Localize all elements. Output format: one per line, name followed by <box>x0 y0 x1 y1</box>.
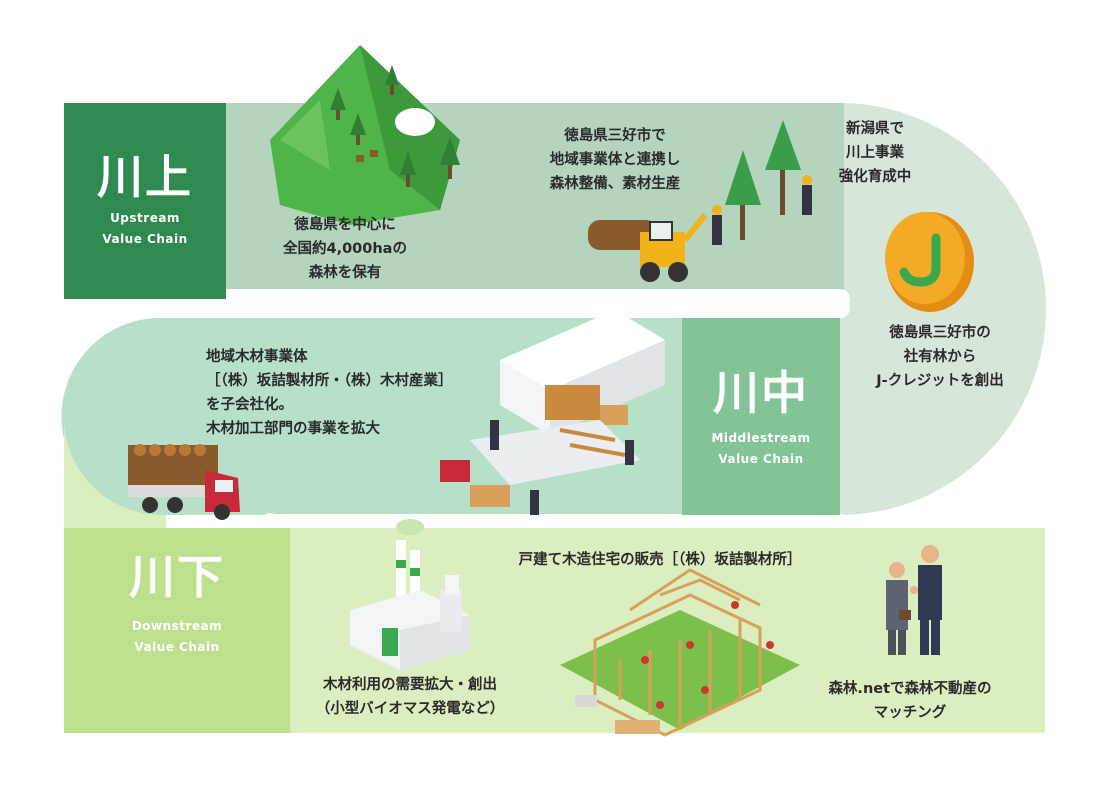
j-credit-note: 徳島県三好市の 社有林から J-クレジットを創出 <box>876 325 1004 389</box>
mountain-illustration <box>270 45 460 225</box>
sawmill-illustration <box>440 310 665 515</box>
handshake-illustration <box>886 545 942 655</box>
downstream-band <box>63 528 1046 733</box>
downstream-house-note: 戸建て木造住宅の販売［（株）坂詰製材所］ <box>518 552 802 568</box>
midstream-kanji: 川中 <box>713 366 809 420</box>
midstream-note: 地域木材事業体 ［（株）坂詰製材所・（株）木村産業］ を子会社化。 木材加工部門… <box>206 349 453 437</box>
midstream-label-block <box>682 318 840 515</box>
midstream-label: 川中 Middlestream Value Chain <box>682 368 840 470</box>
downstream-label: 川下 Downstream Value Chain <box>64 552 290 658</box>
upstream-en-line2: Value Chain <box>102 232 188 246</box>
upstream-miyoshi-note: 徳島県三好市で 地域事業体と連携し 森林整備、素材生産 <box>549 128 681 192</box>
log-truck-illustration <box>128 444 240 520</box>
upstream-kanji: 川上 <box>97 150 193 204</box>
upstream-niigata-note: 新潟県で 川上事業 強化育成中 <box>838 121 912 185</box>
downstream-kanji: 川下 <box>129 550 225 604</box>
house-construction-illustration <box>560 568 800 737</box>
biomass-factory-illustration <box>350 519 470 670</box>
downstream-label-block <box>64 528 290 733</box>
forestry-illustration <box>588 120 812 282</box>
upstream-forest-note: 徳島県を中心に 全国約4,000haの 森林を保有 <box>283 217 407 281</box>
downstream-matching-note: 森林.netで森林不動産の マッチング <box>828 681 992 721</box>
downstream-biomass-note: 木材利用の需要拡大・創出 （小型バイオマス発電など） <box>315 677 505 717</box>
downstream-en-line2: Value Chain <box>134 640 220 654</box>
upstream-en-line1: Upstream <box>110 211 180 225</box>
j-credit-coin-icon <box>885 212 974 312</box>
upstream-label: 川上 Upstream Value Chain <box>64 152 226 250</box>
upstream-label-block <box>64 103 226 299</box>
downstream-en-line1: Downstream <box>131 619 223 633</box>
midstream-en-line1: Middlestream <box>711 431 811 445</box>
j-coin-letter: J <box>912 240 942 241</box>
midstream-en-line2: Value Chain <box>718 452 804 466</box>
